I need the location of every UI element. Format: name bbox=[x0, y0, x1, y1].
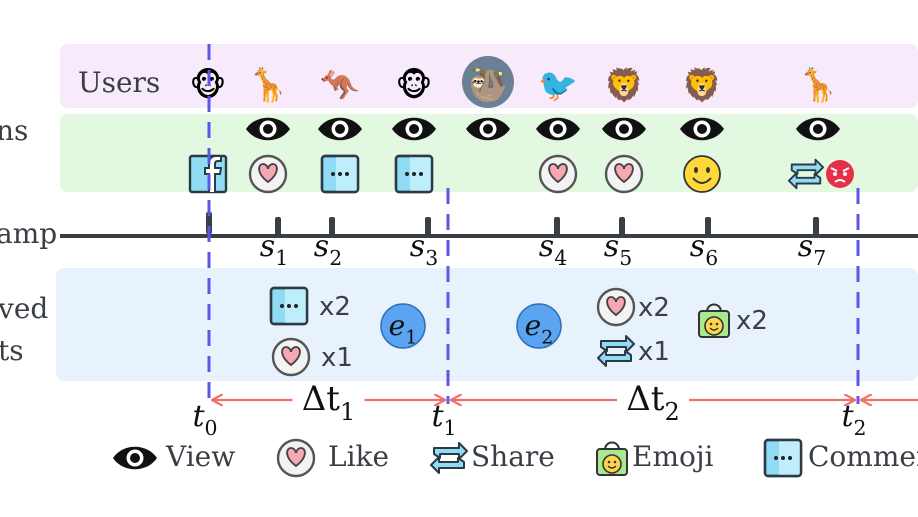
observed-count: x1 bbox=[321, 343, 353, 373]
boundary-label: t2 bbox=[841, 399, 866, 440]
comment-icon bbox=[396, 156, 432, 192]
observed-count: x1 bbox=[638, 337, 670, 367]
interactions-row-label: ns bbox=[0, 114, 28, 147]
tick bbox=[554, 217, 560, 236]
share-icon bbox=[431, 443, 467, 473]
lion-icon: 🦁 bbox=[604, 66, 644, 104]
legend-label: Commen bbox=[808, 440, 918, 473]
tick bbox=[425, 217, 431, 236]
comment-icon bbox=[322, 156, 358, 192]
comment-icon bbox=[271, 288, 307, 324]
timestamp-row-label: amp bbox=[0, 217, 57, 250]
event-bubble-1: e1 bbox=[381, 304, 425, 348]
legend-label: Emoji bbox=[632, 440, 714, 473]
users-row-label: Users bbox=[78, 66, 160, 99]
observed-row-label-2: ts bbox=[0, 334, 24, 367]
like-icon bbox=[606, 156, 642, 192]
observed-count: x2 bbox=[736, 306, 768, 336]
observed-count: x2 bbox=[638, 293, 670, 323]
toucan-icon: 🐦 bbox=[538, 66, 578, 104]
view-icon bbox=[113, 447, 157, 470]
angry-face-icon bbox=[826, 160, 854, 188]
like-icon bbox=[273, 339, 309, 375]
observed-row-label-1: ved bbox=[0, 292, 48, 325]
comment-icon bbox=[765, 440, 801, 476]
emoji-smile-icon bbox=[684, 156, 720, 192]
legend-label: Like bbox=[328, 440, 389, 473]
like-icon bbox=[250, 156, 286, 192]
tick bbox=[275, 217, 281, 236]
giraffe-icon: 🦒 bbox=[798, 66, 838, 104]
giraffe-icon: 🦒 bbox=[248, 66, 288, 104]
legend: View Like Share Emoji Commen bbox=[113, 440, 918, 476]
monkey-icon: 🐵 bbox=[396, 66, 433, 104]
tick bbox=[329, 217, 335, 236]
legend-label: Share bbox=[471, 440, 555, 473]
emoji-bag-icon bbox=[597, 443, 627, 476]
observed-events-band bbox=[56, 268, 918, 381]
tick bbox=[813, 217, 819, 236]
boundary-label: t0 bbox=[192, 399, 217, 440]
like-icon bbox=[598, 289, 634, 325]
tick bbox=[705, 217, 711, 236]
sloth-avatar-icon: 🦥 bbox=[468, 66, 508, 104]
legend-label: View bbox=[165, 440, 235, 473]
tick bbox=[619, 217, 625, 236]
boundary-label: t1 bbox=[431, 399, 456, 440]
like-icon bbox=[540, 156, 576, 192]
event-bubble-2: e2 bbox=[517, 304, 561, 348]
kangaroo-icon: 🦘 bbox=[320, 66, 360, 104]
lion-face-icon: 🦁 bbox=[682, 66, 722, 104]
like-icon bbox=[278, 440, 314, 476]
observed-count: x2 bbox=[319, 292, 351, 322]
